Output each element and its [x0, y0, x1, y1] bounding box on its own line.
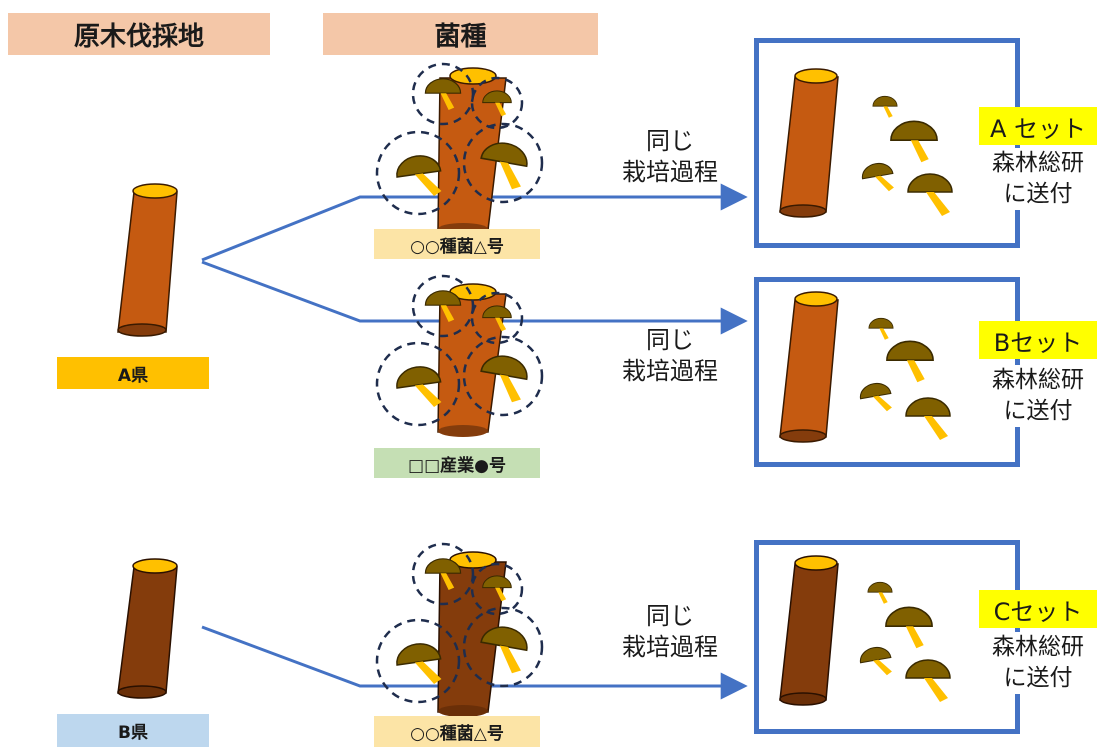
set-b-log-icon [779, 291, 839, 443]
source-a-label: A県 [57, 357, 209, 389]
send-line2: に送付 [1003, 181, 1073, 207]
set-a-log-icon [779, 68, 839, 218]
process-text-b: 同じ 栽培過程 [600, 325, 740, 387]
set-a-tag: A セット [979, 107, 1097, 145]
header-origin: 原木伐採地 [8, 13, 270, 55]
strain-3-label: ○○種菌△号 [374, 716, 540, 747]
log-a-icon [117, 183, 178, 337]
arrows [201, 183, 748, 700]
strain-2-label: □□産業●号 [374, 448, 540, 478]
set-c-tag: Cセット [979, 590, 1097, 628]
set-c-send: 森林総研 に送付 [979, 632, 1097, 694]
set-a-mushrooms-icon [859, 95, 953, 217]
send-line2: に送付 [1003, 398, 1073, 424]
send-line1: 森林総研 [992, 150, 1084, 176]
set-b-tag: Bセット [979, 321, 1097, 359]
process-text-c: 同じ 栽培過程 [600, 601, 740, 663]
process-line2: 栽培過程 [622, 633, 718, 661]
process-line1: 同じ [646, 326, 694, 354]
process-text-a: 同じ 栽培過程 [600, 126, 740, 188]
inoculated-log-2-icon [375, 274, 544, 437]
process-line1: 同じ [646, 127, 694, 155]
process-line2: 栽培過程 [622, 158, 718, 186]
inoculated-log-1-icon [375, 62, 544, 235]
inoculated-log-3-icon [375, 542, 544, 717]
source-b-label: B県 [57, 714, 209, 747]
process-line1: 同じ [646, 602, 694, 630]
log-b-icon [117, 558, 178, 699]
set-c-mushrooms-icon [857, 581, 951, 703]
set-b-send: 森林総研 に送付 [979, 365, 1097, 427]
send-line2: に送付 [1003, 665, 1073, 691]
set-b-mushrooms-icon [857, 317, 951, 441]
process-line2: 栽培過程 [622, 357, 718, 385]
header-strain: 菌種 [323, 13, 598, 55]
strain-1-label: ○○種菌△号 [374, 229, 540, 259]
send-line1: 森林総研 [992, 367, 1084, 393]
set-a-send: 森林総研 に送付 [979, 148, 1097, 210]
send-line1: 森林総研 [992, 634, 1084, 660]
set-c-log-icon [779, 555, 839, 706]
